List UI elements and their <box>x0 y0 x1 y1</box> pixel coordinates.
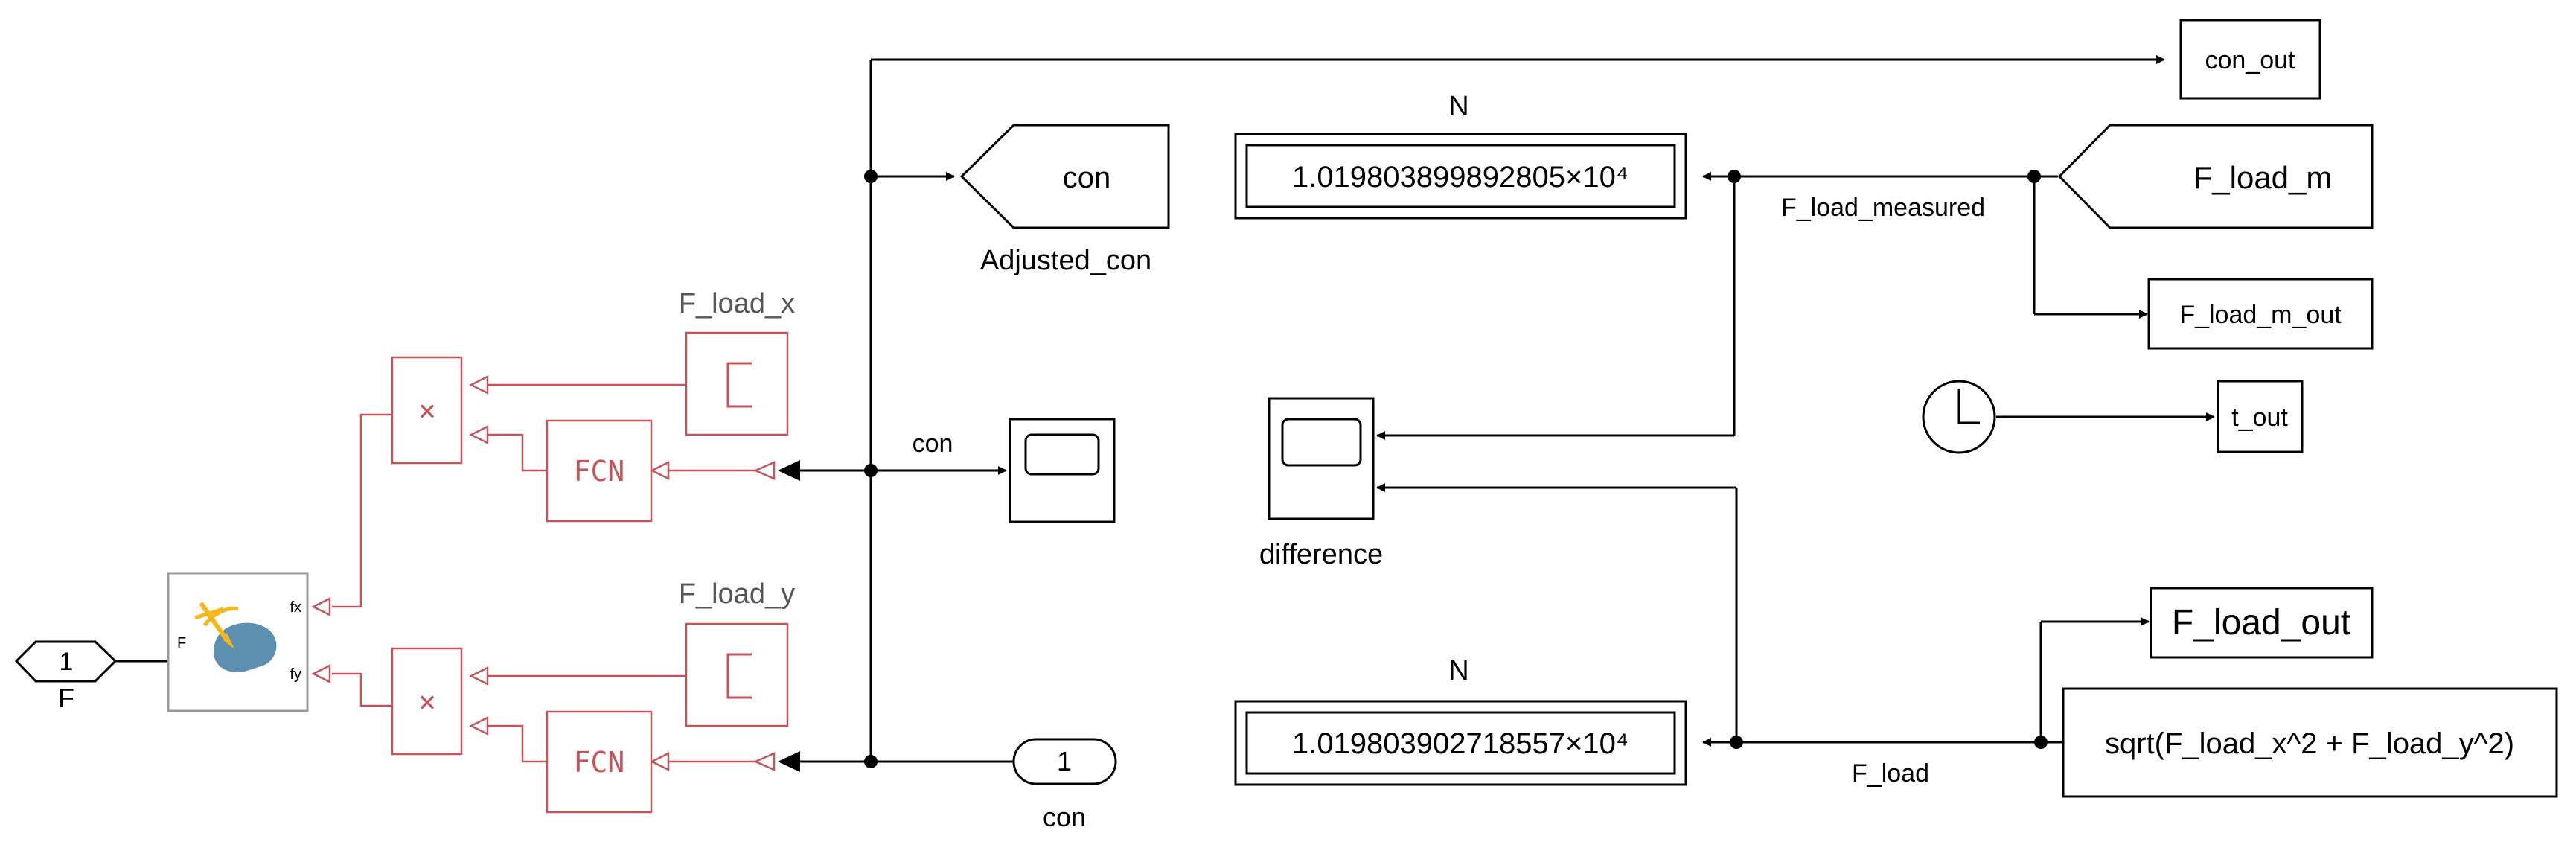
display-measured-unit: N <box>1448 91 1468 122</box>
signal-label-F_load: F_load <box>1852 759 1929 788</box>
outport-F_load_out-text: F_load_out <box>2172 603 2350 642</box>
fcn-block-y[interactable]: FCN <box>546 710 653 814</box>
display-block-load[interactable]: N 1.019803902718557×10⁴ <box>1234 655 1687 786</box>
scope-con-screen <box>1024 433 1100 476</box>
fcn-y-label: FCN <box>574 746 625 779</box>
goto-block-F_load_m[interactable]: F_load_m <box>2057 124 2374 229</box>
outport-t_out-text: t_out <box>2231 404 2288 432</box>
display-block-measured[interactable]: N 1.019803899892805×10⁴ <box>1234 91 1687 220</box>
fcn-x-label: FCN <box>574 455 625 488</box>
inport-F[interactable]: 1 F <box>14 640 118 713</box>
masked-signal-lines <box>332 383 774 763</box>
inport-con-number: 1 <box>1057 746 1072 776</box>
signal-label-con: con <box>913 430 953 458</box>
goto-con-text: con <box>1063 162 1111 194</box>
signal-label-F_load_measured: F_load_measured <box>1781 194 1985 222</box>
inport-con[interactable]: 1 con <box>1012 738 1117 832</box>
outport-t_out[interactable]: t_out <box>2217 380 2304 453</box>
constant-y-label: F_load_y <box>679 578 795 610</box>
fcn-sqrt-text: sqrt(F_load_x^2 + F_load_y^2) <box>2105 727 2514 760</box>
scope-difference-label: difference <box>1259 539 1383 570</box>
product-block-y[interactable]: × <box>391 647 463 756</box>
scope-block-difference[interactable]: difference <box>1259 397 1383 570</box>
force-vector-icon <box>194 602 277 672</box>
outport-F_load_out[interactable]: F_load_out <box>2150 587 2374 659</box>
scope-block-con[interactable] <box>1009 418 1116 523</box>
inport-F-label: F <box>58 683 74 713</box>
outport-F_load_m_out[interactable]: F_load_m_out <box>2147 278 2374 350</box>
constant-x-icon <box>726 362 752 408</box>
product-x-symbol: × <box>418 394 436 428</box>
inport-F-number: 1 <box>60 648 74 676</box>
junction-dots <box>864 170 2048 768</box>
inport-con-label: con <box>1043 802 1086 832</box>
constant-x-label: F_load_x <box>679 288 795 319</box>
outport-con-out-text: con_out <box>2205 46 2296 74</box>
goto-block-con[interactable]: con Adjusted_con <box>959 124 1170 276</box>
display-load-value: 1.019803902718557×10⁴ <box>1292 727 1629 760</box>
display-measured-value: 1.019803899892805×10⁴ <box>1292 161 1629 194</box>
constant-block-F_load_y[interactable]: F_load_y <box>679 578 795 727</box>
force-port-fy: fy <box>290 666 301 683</box>
force-decomposition-block[interactable]: F fx fy <box>167 572 309 712</box>
goto-con-label: Adjusted_con <box>980 245 1151 276</box>
scope-difference-screen <box>1281 418 1362 467</box>
fcn-block-x[interactable]: FCN <box>546 419 653 523</box>
signal-lines <box>787 55 2215 763</box>
product-block-x[interactable]: × <box>391 356 463 465</box>
force-port-F: F <box>177 635 186 651</box>
outport-F_load_m_out-text: F_load_m_out <box>2179 301 2342 329</box>
masked-port-arrows <box>311 374 776 772</box>
clock-block[interactable] <box>1922 380 1996 454</box>
display-load-unit: N <box>1448 655 1468 686</box>
force-port-fx: fx <box>290 599 301 616</box>
constant-block-F_load_x[interactable]: F_load_x <box>679 288 795 436</box>
fcn-block-sqrt[interactable]: sqrt(F_load_x^2 + F_load_y^2) <box>2062 687 2558 798</box>
constant-y-icon <box>726 653 752 699</box>
product-y-symbol: × <box>418 685 436 719</box>
outport-con_out[interactable]: con_out <box>2179 19 2321 100</box>
goto-F_load_m-text: F_load_m <box>2193 160 2333 195</box>
